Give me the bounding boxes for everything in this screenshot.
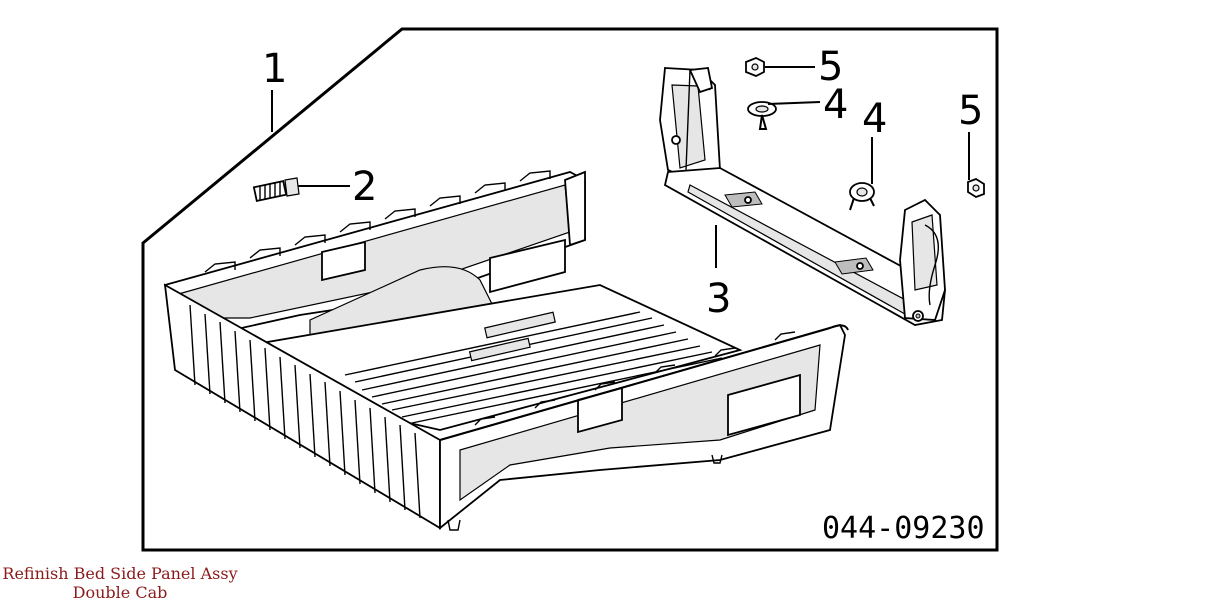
nut-illustration-right bbox=[967, 178, 985, 198]
striker-illustration bbox=[849, 182, 875, 211]
bolt-illustration bbox=[252, 177, 300, 203]
callout-3: 3 bbox=[706, 276, 731, 322]
leader-lines bbox=[271, 66, 970, 268]
diagram-code: 044-09230 bbox=[822, 511, 985, 546]
hinge-clip-illustration bbox=[747, 101, 777, 130]
truck-bed-illustration bbox=[163, 170, 849, 531]
callout-5b: 5 bbox=[958, 88, 983, 134]
callout-5a: 5 bbox=[818, 44, 843, 90]
callout-4a: 4 bbox=[823, 82, 848, 128]
crossmember-illustration bbox=[659, 67, 946, 326]
caption-line-1: Refinish Bed Side Panel Assy bbox=[2, 564, 238, 583]
callout-4b: 4 bbox=[862, 96, 887, 142]
callout-1: 1 bbox=[262, 46, 287, 92]
caption: Refinish Bed Side Panel Assy Double Cab bbox=[0, 564, 240, 602]
caption-line-2: Double Cab bbox=[72, 583, 168, 602]
parts-diagram: 1 2 3 4 4 5 5 044-09230 bbox=[141, 27, 999, 552]
callout-2: 2 bbox=[352, 164, 377, 210]
nut-illustration-top bbox=[745, 57, 765, 77]
